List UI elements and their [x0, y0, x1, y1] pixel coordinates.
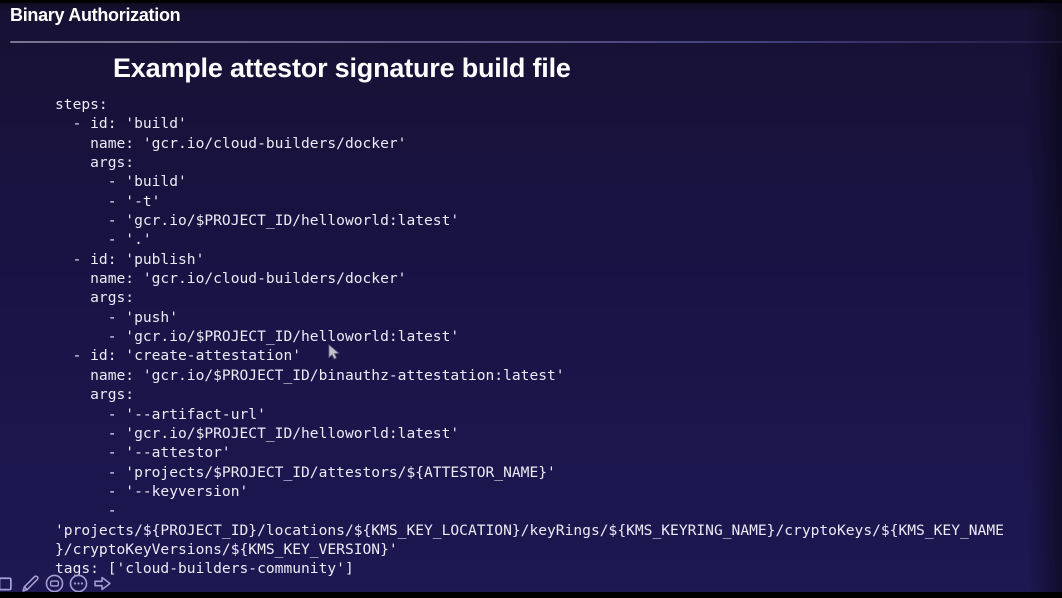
letterbox-top-strip [0, 0, 1062, 3]
letterbox-bottom-bar [0, 592, 1062, 598]
arrow-right-icon[interactable] [92, 573, 113, 594]
pencil-icon[interactable] [20, 573, 41, 594]
annotation-toolbar [0, 573, 113, 594]
deck-section-title: Binary Authorization [10, 5, 181, 25]
square-icon[interactable] [0, 573, 17, 594]
slide-title: Example attestor signature build file [113, 53, 571, 83]
more-circle-icon[interactable] [68, 573, 89, 594]
right-edge-vignette [1028, 0, 1062, 598]
header-divider [10, 41, 1062, 43]
frame-circle-icon[interactable] [44, 573, 65, 594]
build-file-code: steps: - id: 'build' name: 'gcr.io/cloud… [55, 96, 1004, 578]
